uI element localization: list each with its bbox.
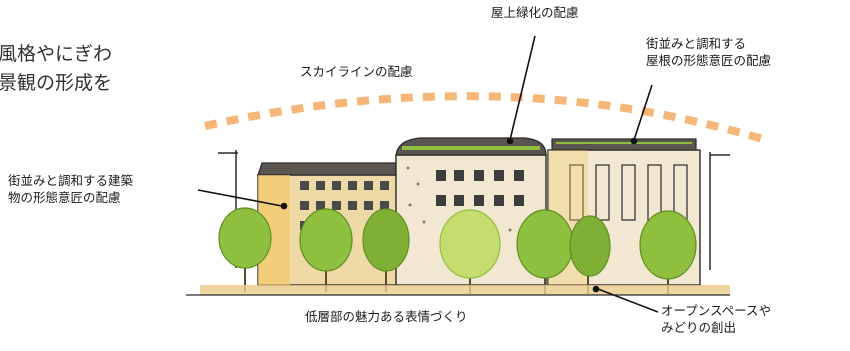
label-rooftop-greening: 屋上緑化の配慮: [491, 5, 579, 20]
ground: [200, 285, 730, 295]
label-lower-floors: 低層部の魅力ある表情づくり: [305, 309, 468, 324]
label-open-space: オープンスペースや みどりの創出: [661, 303, 772, 335]
intro-text: 風格やにぎわ 景観の形成を: [0, 43, 113, 95]
skyline-dashed-arc: [204, 92, 768, 144]
street-trees: [218, 207, 697, 294]
label-skyline: スカイラインの配慮: [300, 64, 413, 79]
label-roof-form: 街並みと調和する 屋根の形態意匠の配慮: [646, 36, 772, 68]
leader-lines: [197, 35, 659, 313]
label-building-form: 街並みと調和する建築 物の形態意匠の配慮: [8, 173, 134, 205]
